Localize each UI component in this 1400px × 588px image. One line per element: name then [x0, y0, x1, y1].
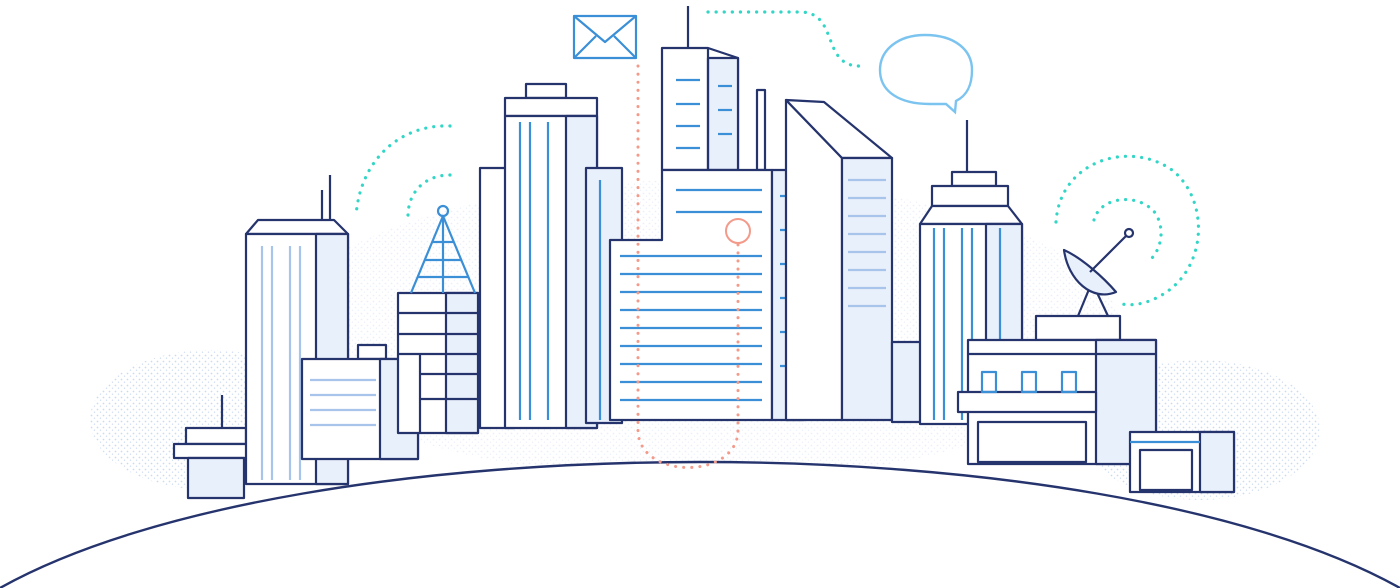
- location-pin-icon: [725, 218, 751, 244]
- speech-bubble-icon: [878, 33, 974, 115]
- signal-waves-left: [354, 124, 452, 218]
- satellite-dish-icon: [1062, 227, 1135, 317]
- building-slanted-tower: [784, 98, 924, 424]
- building-antenna: [396, 291, 480, 435]
- globe-horizon: [0, 460, 1400, 588]
- signal-waves-right: [1054, 154, 1200, 307]
- building-right-wide: [956, 314, 1158, 466]
- message-signal-path: [706, 10, 864, 68]
- building-far-right: [1128, 430, 1236, 494]
- building-center-main: [608, 6, 806, 422]
- building-center-left-tower: [478, 82, 624, 430]
- radio-tower-icon: [409, 204, 477, 294]
- envelope-icon: [572, 14, 638, 60]
